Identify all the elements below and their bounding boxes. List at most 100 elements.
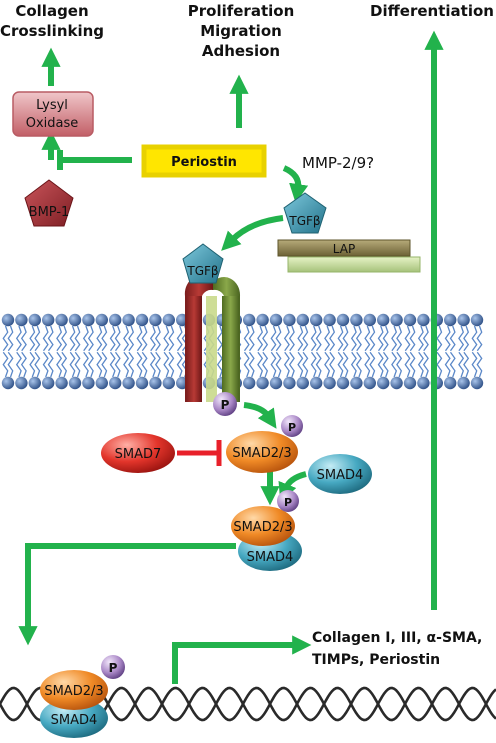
lipid-head xyxy=(283,376,296,390)
cell-membrane xyxy=(1,313,484,390)
smad4-free-label: SMAD4 xyxy=(317,468,364,483)
migration-label: Migration xyxy=(200,22,282,40)
smad-complex-node: SMAD2/3 SMAD4 P xyxy=(231,490,302,571)
lipid-head xyxy=(68,313,82,327)
lap-label: LAP xyxy=(333,242,355,256)
smad-dna-complex-node: SMAD2/3 SMAD4 P xyxy=(40,655,125,738)
bmp1-label: BMP-1 xyxy=(29,205,70,220)
lipid-head xyxy=(336,376,350,390)
tgfb-free-label: TGFβ xyxy=(288,214,320,228)
tgfb-receptor xyxy=(184,275,241,402)
lipid-head xyxy=(109,376,122,390)
lipid-head xyxy=(269,313,283,327)
lipid-head xyxy=(403,376,417,390)
bmp1-node: BMP-1 xyxy=(24,179,74,227)
lipid-head xyxy=(243,376,256,390)
lipid-head xyxy=(283,313,296,327)
smad-dna-smad4-label: SMAD4 xyxy=(51,713,98,728)
lipid-head xyxy=(42,313,55,327)
lipid-head xyxy=(336,313,350,327)
lipid-head xyxy=(269,376,283,390)
lipid-head xyxy=(390,376,403,390)
lipid-head xyxy=(55,313,68,327)
lipid-head xyxy=(135,313,149,327)
lipid-head xyxy=(162,313,175,327)
lipid-head xyxy=(363,376,376,390)
lysyl-oxidase-label-1: Lysyl xyxy=(36,98,68,113)
lipid-head xyxy=(457,376,470,390)
smad23-phospho-label: P xyxy=(288,421,296,434)
lipid-head xyxy=(135,376,149,390)
target-genes-text: Collagen I, III, α-SMA, TIMPs, Periostin xyxy=(312,630,482,668)
smad7-inhibition xyxy=(177,440,222,466)
lipid-head xyxy=(323,313,336,327)
lipid-head xyxy=(363,313,376,327)
smad4-free-node: SMAD4 xyxy=(308,454,372,494)
mmp-label: MMP-2/9? xyxy=(302,154,374,172)
collagen-crosslinking-text: Collagen Crosslinking xyxy=(0,2,104,40)
lipid-head xyxy=(296,376,309,390)
periostin-label: Periostin xyxy=(171,155,237,170)
receptor-phospho-label: P xyxy=(221,398,230,412)
smad7-node: SMAD7 xyxy=(101,433,175,473)
periostin-node: Periostin xyxy=(141,144,267,178)
proliferation-label: Proliferation xyxy=(188,2,295,20)
lipid-head xyxy=(122,376,135,390)
targets-line-1: Collagen I, III, α-SMA, xyxy=(312,630,482,646)
lipid-head xyxy=(28,376,41,390)
collagen-label: Collagen xyxy=(15,2,88,20)
lipid-head xyxy=(109,313,122,327)
lipid-head xyxy=(470,376,484,390)
smad23-node: SMAD2/3 P xyxy=(226,415,303,473)
lipid-head xyxy=(444,313,457,327)
smad7-label: SMAD7 xyxy=(115,447,162,462)
lipid-head xyxy=(95,313,109,327)
lysyl-oxidase-label-2: Oxidase xyxy=(26,116,79,131)
lipid-head xyxy=(403,313,417,327)
lap-complex: LAP xyxy=(277,239,421,273)
lipid-head xyxy=(82,376,95,390)
lipid-head xyxy=(122,313,135,327)
differentiation-label: Differentiation xyxy=(370,2,494,20)
tgfb-free-node: TGFβ xyxy=(283,192,327,234)
lysyl-oxidase-node: Lysyl Oxidase xyxy=(12,91,94,137)
lipid-head xyxy=(95,376,109,390)
lipid-head xyxy=(350,313,363,327)
proliferation-text: Proliferation Migration Adhesion xyxy=(188,2,295,60)
smad-complex-smad4-label: SMAD4 xyxy=(247,550,294,565)
lipid-head xyxy=(68,376,82,390)
lipid-head xyxy=(256,376,269,390)
smad23-label: SMAD2/3 xyxy=(232,446,291,461)
smad-dna-smad23-label: SMAD2/3 xyxy=(44,684,103,699)
lipid-head xyxy=(377,313,390,327)
lipid-head xyxy=(350,376,363,390)
lipid-head xyxy=(55,376,68,390)
lipid-head xyxy=(82,313,95,327)
lipid-head xyxy=(15,376,28,390)
lipid-head xyxy=(310,313,323,327)
targets-line-2: TIMPs, Periostin xyxy=(312,652,440,668)
lipid-head xyxy=(243,313,256,327)
adhesion-label: Adhesion xyxy=(202,42,280,60)
lipid-head xyxy=(15,313,28,327)
lipid-head xyxy=(310,376,323,390)
lipid-head xyxy=(149,376,162,390)
lipid-head xyxy=(296,313,309,327)
smad-dna-phospho-label: P xyxy=(109,661,118,675)
receptor-phospho: P xyxy=(213,392,237,416)
lipid-head xyxy=(470,313,484,327)
lipid-head xyxy=(390,313,403,327)
tgfb-receptor-ligand: TGFβ xyxy=(182,243,224,284)
lipid-head xyxy=(457,313,470,327)
lipid-head xyxy=(256,313,269,327)
lipid-head xyxy=(28,313,41,327)
tgfb-receptor-label: TGFβ xyxy=(186,264,218,278)
lipid-head xyxy=(149,313,162,327)
lipid-head xyxy=(444,376,457,390)
crosslinking-label: Crosslinking xyxy=(0,22,104,40)
lipid-head xyxy=(1,376,15,390)
lipid-head xyxy=(42,376,55,390)
smad-complex-smad23-label: SMAD2/3 xyxy=(233,520,292,535)
lipid-head xyxy=(1,313,15,327)
